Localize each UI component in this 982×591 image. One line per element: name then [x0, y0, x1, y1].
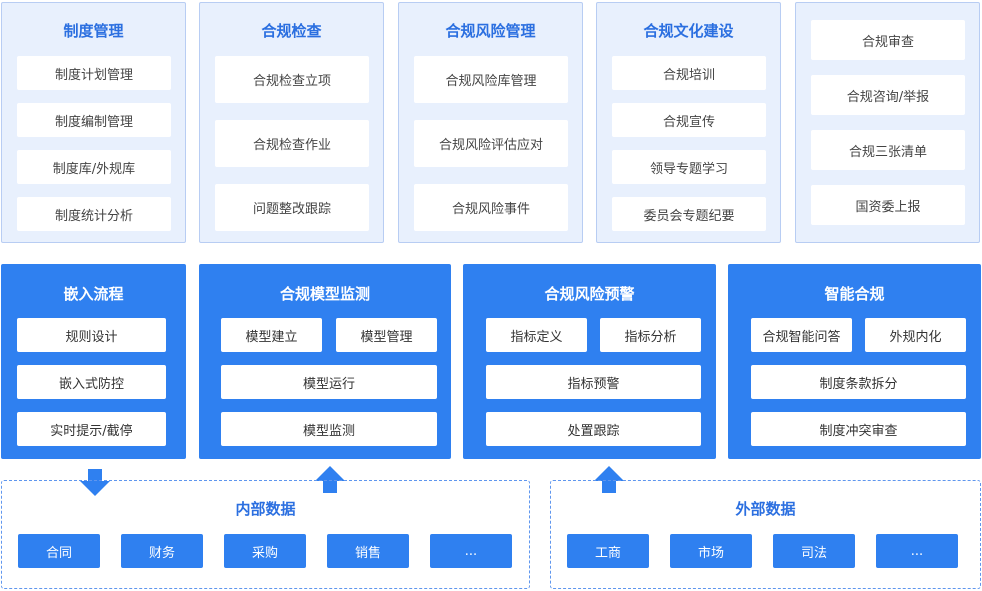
item-more[interactable]: ... — [430, 534, 512, 568]
item-smart-qa[interactable]: 合规智能问答 — [751, 318, 852, 352]
panel-model-monitoring: 合规模型监测 模型建立 模型管理 模型运行 模型监测 — [199, 264, 451, 459]
panel-system-management: 制度管理 制度计划管理 制度编制管理 制度库/外规库 制度统计分析 — [1, 2, 186, 243]
panel-risk-management: 合规风险管理 合规风险库管理 合规风险评估应对 合规风险事件 — [398, 2, 583, 243]
item-judicial[interactable]: 司法 — [773, 534, 855, 568]
item-check-initiate[interactable]: 合规检查立项 — [215, 56, 369, 103]
item-finance[interactable]: 财务 — [121, 534, 203, 568]
panel-title: 合规模型监测 — [279, 285, 370, 303]
arrow-down-icon — [80, 469, 110, 496]
item-model-manage[interactable]: 模型管理 — [336, 318, 437, 352]
item-three-lists[interactable]: 合规三张清单 — [811, 130, 965, 170]
item-sasac-report[interactable]: 国资委上报 — [811, 185, 965, 225]
item-contract[interactable]: 合同 — [18, 534, 100, 568]
item-indicator-define[interactable]: 指标定义 — [486, 318, 587, 352]
item-procurement[interactable]: 采购 — [224, 534, 306, 568]
item-business-registry[interactable]: 工商 — [567, 534, 649, 568]
panel-compliance-check: 合规检查 合规检查立项 合规检查作业 问题整改跟踪 — [199, 2, 384, 243]
item-disposal-tracking[interactable]: 处置跟踪 — [486, 412, 701, 446]
arrow-up-icon — [594, 466, 624, 493]
group-title: 外部数据 — [735, 500, 796, 518]
item-review[interactable]: 合规审查 — [811, 20, 965, 60]
item-system-plan[interactable]: 制度计划管理 — [17, 56, 171, 90]
item-culture-publicity[interactable]: 合规宣传 — [612, 103, 766, 137]
item-embedded-control[interactable]: 嵌入式防控 — [17, 365, 166, 399]
item-check-rectify[interactable]: 问题整改跟踪 — [215, 184, 369, 231]
item-system-library[interactable]: 制度库/外规库 — [17, 150, 171, 184]
external-data-group: 外部数据 工商 市场 司法 ... — [550, 480, 981, 589]
item-indicator-analysis[interactable]: 指标分析 — [600, 318, 701, 352]
item-system-compile[interactable]: 制度编制管理 — [17, 103, 171, 137]
item-realtime-alert[interactable]: 实时提示/截停 — [17, 412, 166, 446]
item-market[interactable]: 市场 — [670, 534, 752, 568]
panel-title: 嵌入流程 — [63, 285, 124, 303]
item-rule-design[interactable]: 规则设计 — [17, 318, 166, 352]
item-risk-event[interactable]: 合规风险事件 — [414, 184, 568, 231]
item-indicator-warning[interactable]: 指标预警 — [486, 365, 701, 399]
panel-title: 合规检查 — [261, 22, 322, 40]
item-external-internalize[interactable]: 外规内化 — [865, 318, 966, 352]
panel-risk-warning: 合规风险预警 指标定义 指标分析 指标预警 处置跟踪 — [463, 264, 716, 459]
item-culture-training[interactable]: 合规培训 — [612, 56, 766, 90]
item-model-run[interactable]: 模型运行 — [221, 365, 437, 399]
panel-embedded-process: 嵌入流程 规则设计 嵌入式防控 实时提示/截停 — [1, 264, 186, 459]
panel-title: 智能合规 — [824, 285, 885, 303]
item-sales[interactable]: 销售 — [327, 534, 409, 568]
item-clause-split[interactable]: 制度条款拆分 — [751, 365, 966, 399]
item-system-stats[interactable]: 制度统计分析 — [17, 197, 171, 231]
item-risk-library[interactable]: 合规风险库管理 — [414, 56, 568, 103]
panel-title: 合规文化建设 — [643, 22, 734, 40]
panel-smart-compliance: 智能合规 合规智能问答 外规内化 制度条款拆分 制度冲突审查 — [728, 264, 981, 459]
item-check-operation[interactable]: 合规检查作业 — [215, 120, 369, 167]
item-consult-report[interactable]: 合规咨询/举报 — [811, 75, 965, 115]
item-culture-committee[interactable]: 委员会专题纪要 — [612, 197, 766, 231]
item-more[interactable]: ... — [876, 534, 958, 568]
item-culture-leader-study[interactable]: 领导专题学习 — [612, 150, 766, 184]
panel-title: 制度管理 — [63, 22, 124, 40]
item-model-monitor[interactable]: 模型监测 — [221, 412, 437, 446]
panel-title: 合规风险管理 — [445, 22, 536, 40]
item-model-build[interactable]: 模型建立 — [221, 318, 322, 352]
internal-data-group: 内部数据 合同 财务 采购 销售 ... — [1, 480, 530, 589]
item-conflict-review[interactable]: 制度冲突审查 — [751, 412, 966, 446]
panel-culture-building: 合规文化建设 合规培训 合规宣传 领导专题学习 委员会专题纪要 — [596, 2, 781, 243]
panel-compliance-review: 合规审查 合规咨询/举报 合规三张清单 国资委上报 — [795, 2, 980, 243]
group-title: 内部数据 — [235, 500, 296, 518]
arrow-up-icon — [315, 466, 345, 493]
panel-title: 合规风险预警 — [544, 285, 635, 303]
item-risk-assessment[interactable]: 合规风险评估应对 — [414, 120, 568, 167]
